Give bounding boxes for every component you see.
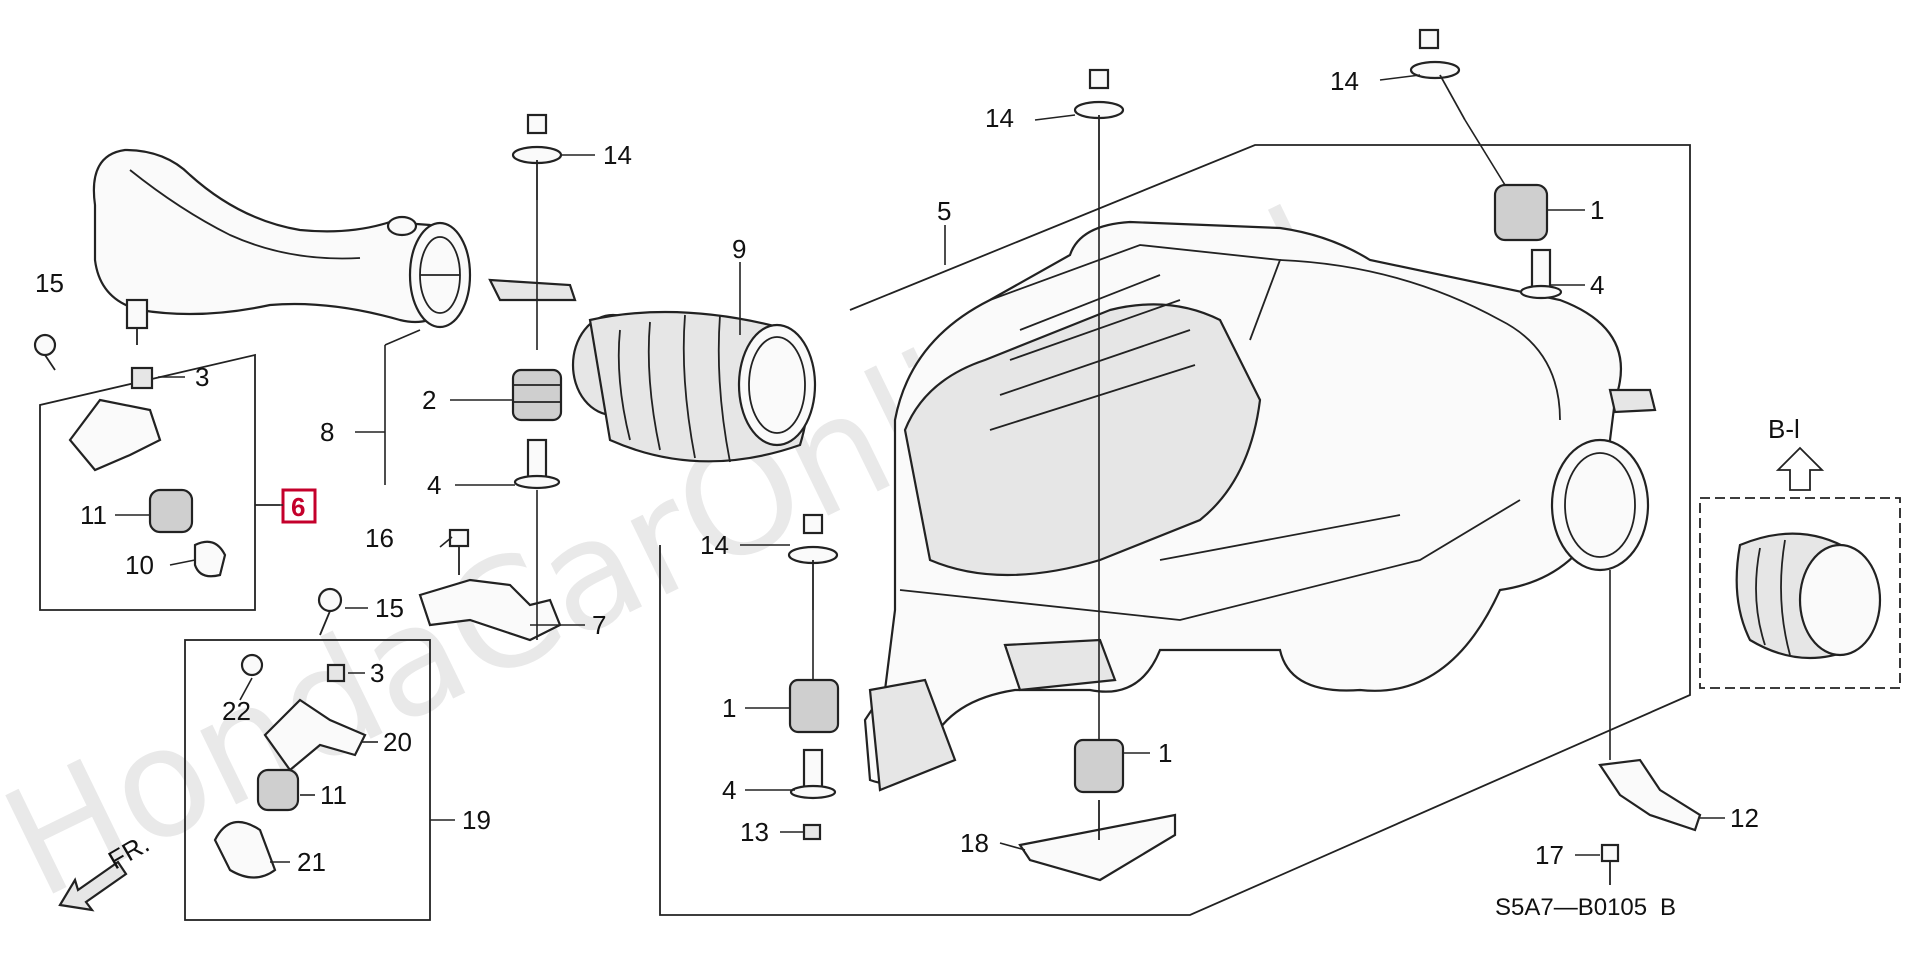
- callout-12: 12: [1730, 803, 1759, 833]
- callout-4-b: 4: [1590, 270, 1604, 300]
- clamp-21: [213, 820, 277, 879]
- view-b-box: [1699, 497, 1901, 689]
- callout-1-a: 1: [1590, 195, 1604, 225]
- collar-4-a: [513, 438, 561, 490]
- callout-16: 16: [365, 523, 394, 553]
- kit-6-bracket-outline: [39, 353, 256, 611]
- callout-18: 18: [960, 828, 989, 858]
- grommet-11-b: [256, 768, 300, 812]
- callout-10: 10: [125, 550, 154, 580]
- bolt-15-a: [33, 333, 57, 371]
- air-cleaner-housing: [863, 220, 1657, 792]
- kit-19-outline: [184, 639, 431, 921]
- callout-1-b: 1: [722, 693, 736, 723]
- bolt-14-b: [1073, 68, 1125, 740]
- callout-14-c: 14: [1330, 66, 1359, 96]
- bracket-20: [263, 698, 367, 772]
- adapter-b1: [1735, 532, 1882, 660]
- callout-4-a: 4: [427, 470, 441, 500]
- bolt-17: [1600, 843, 1620, 885]
- nut-3-a: [130, 366, 154, 390]
- grommet-2: [511, 368, 563, 422]
- callout-17: 17: [1535, 840, 1564, 870]
- bolt-14-d: [787, 513, 839, 680]
- bracket-7: [418, 490, 562, 642]
- callout-14-d: 14: [700, 530, 729, 560]
- clip-22: [240, 653, 264, 677]
- diagram-code-suffix: B: [1660, 894, 1676, 921]
- bracket-6: [68, 398, 162, 472]
- callout-9: 9: [732, 234, 746, 264]
- bracket-18: [1018, 800, 1177, 882]
- bolt-14-a: [511, 113, 563, 350]
- nut-3-b: [326, 663, 346, 683]
- view-b-arrow-icon: [1775, 446, 1825, 491]
- callout-20: 20: [383, 727, 412, 757]
- callout-14-b: 14: [985, 103, 1014, 133]
- collar-4-b: [1519, 248, 1563, 300]
- intake-duct: [92, 148, 577, 345]
- callout-4-c: 4: [722, 775, 736, 805]
- callout-21: 21: [297, 847, 326, 877]
- resonator-hose: [571, 310, 817, 463]
- grommet-1-a: [1493, 183, 1549, 242]
- air-cleaner-outline: [659, 144, 1691, 916]
- callout-3-b: 3: [370, 658, 384, 688]
- bolt-14-c: [1409, 28, 1506, 186]
- callout-8: 8: [320, 417, 334, 447]
- grommet-1-b: [788, 678, 840, 734]
- kit-6-highlight[interactable]: 6: [281, 488, 317, 524]
- callout-6: 6: [291, 492, 305, 522]
- bolt-15-b: [317, 587, 343, 636]
- view-b-label: B-l: [1768, 414, 1800, 444]
- collar-4-c: [789, 748, 837, 800]
- bracket-12: [1598, 570, 1702, 832]
- grommet-11-a: [148, 488, 194, 534]
- front-arrow-icon: [58, 860, 128, 912]
- callout-19: 19: [462, 805, 491, 835]
- callout-15-a: 15: [35, 268, 64, 298]
- diagram-code: S5A7—B0105: [1495, 894, 1647, 921]
- grommet-1-c: [1073, 738, 1125, 794]
- bolt-16: [448, 528, 470, 575]
- callout-2: 2: [422, 385, 436, 415]
- callout-11-b: 11: [320, 780, 347, 810]
- callout-14-a: 14: [603, 140, 632, 170]
- callout-5: 5: [937, 196, 951, 226]
- callout-13: 13: [740, 817, 769, 847]
- nut-13: [802, 823, 822, 841]
- callout-7: 7: [592, 610, 606, 640]
- callout-15-b: 15: [375, 593, 404, 623]
- clip-10: [193, 540, 227, 578]
- leader-lines: [115, 74, 1725, 863]
- callout-1-c: 1: [1158, 738, 1172, 768]
- callout-3-a: 3: [195, 362, 209, 392]
- callout-11-a: 11: [80, 500, 107, 530]
- callout-22: 22: [222, 696, 251, 726]
